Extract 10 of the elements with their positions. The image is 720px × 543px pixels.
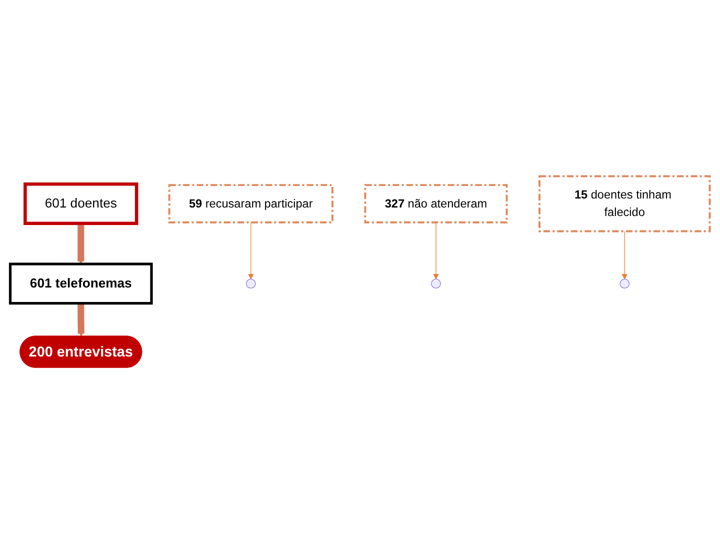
node-box: [538, 174, 711, 232]
arrow: [78, 302, 84, 336]
node-box: [8, 262, 153, 304]
arrow: [78, 223, 84, 264]
arrow: [433, 222, 439, 279]
node-box: [364, 184, 508, 224]
arrow: [248, 222, 254, 279]
node-box: [24, 182, 138, 225]
node-box: [168, 184, 334, 224]
arrow: [622, 230, 628, 279]
